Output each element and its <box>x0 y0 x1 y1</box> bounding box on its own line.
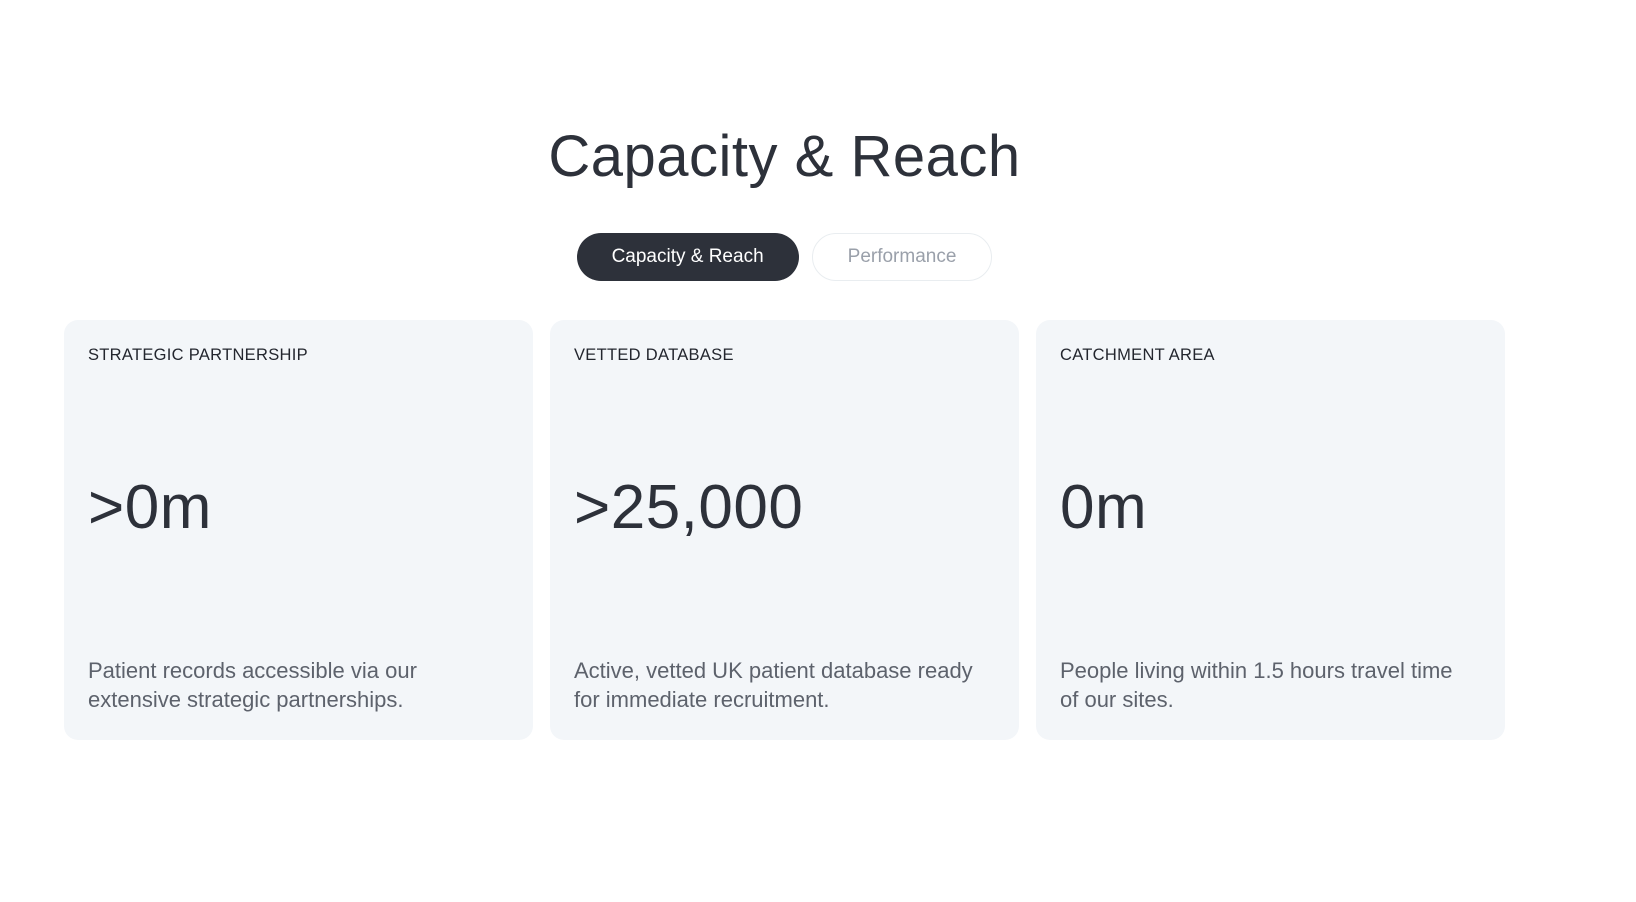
tab-performance[interactable]: Performance <box>811 232 993 281</box>
view-toggle: Capacity & Reach Performance <box>64 232 1505 281</box>
card-description: Active, vetted UK patient database ready… <box>574 657 973 712</box>
card-stat-value: >25,000 <box>574 473 804 543</box>
capacity-reach-section: Capacity & Reach Capacity & Reach Perfor… <box>64 0 1505 740</box>
stat-card-vetted-database: VETTED DATABASE >25,000 Active, vetted U… <box>550 319 1019 740</box>
card-label: VETTED DATABASE <box>574 345 734 364</box>
card-stat-value: >0m <box>88 473 212 543</box>
stat-card-strategic-partnership: STRATEGIC PARTNERSHIP >0m Patient record… <box>64 319 533 740</box>
stat-cards: STRATEGIC PARTNERSHIP >0m Patient record… <box>64 319 1505 740</box>
card-description: Patient records accessible via our exten… <box>88 657 417 712</box>
tab-capacity-reach[interactable]: Capacity & Reach <box>576 232 799 281</box>
card-stat-value: 0m <box>1060 473 1148 543</box>
card-label: CATCHMENT AREA <box>1060 345 1215 364</box>
card-label: STRATEGIC PARTNERSHIP <box>88 345 308 364</box>
card-description: People living within 1.5 hours travel ti… <box>1060 657 1453 712</box>
stat-card-catchment-area: CATCHMENT AREA 0m People living within 1… <box>1036 319 1505 740</box>
page-title: Capacity & Reach <box>548 124 1021 189</box>
